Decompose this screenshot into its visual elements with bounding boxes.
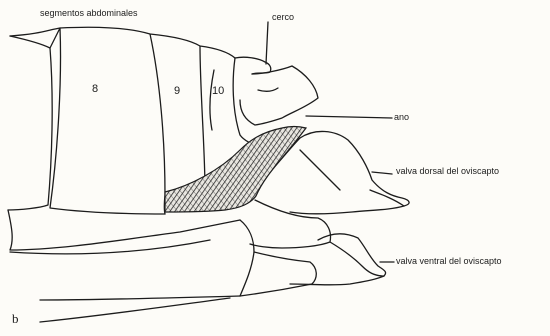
leader-cercus <box>266 22 268 64</box>
segment-10-number: 10 <box>212 86 224 96</box>
label-cercus: cerco <box>272 12 294 22</box>
label-ventral-valve: valva ventral del oviscapto <box>396 256 502 266</box>
segment-10-boundary <box>233 58 262 148</box>
ventral-valve-outline <box>290 234 386 285</box>
segment-8-number: 8 <box>92 84 98 94</box>
label-anus: ano <box>394 112 409 122</box>
subgenital-plate <box>254 252 316 284</box>
abdomen-ventral-contour <box>8 210 240 300</box>
segment-8-9-boundary <box>150 34 165 214</box>
label-abdominal-segments: segmentos abdominales <box>40 8 138 18</box>
segment-9-number: 9 <box>174 86 180 96</box>
anterior-segment-outline <box>8 36 52 210</box>
leader-anus <box>306 116 392 118</box>
cercus-outline <box>235 57 271 74</box>
sternite-lower-edge <box>240 284 312 296</box>
segment-10-inner-line <box>210 70 214 130</box>
label-dorsal-valve: valva dorsal del oviscapto <box>396 166 499 176</box>
figure-letter: b <box>12 314 19 324</box>
segment-8-outline <box>50 28 165 214</box>
ventral-valve-upper-edge <box>330 242 384 276</box>
leader-dorsal-valve <box>372 172 392 174</box>
abdomen-top-contour <box>10 27 235 58</box>
basal-plate-outline <box>250 200 331 248</box>
anal-lobe-inner <box>258 88 278 91</box>
sternite-outline <box>240 220 254 296</box>
segment-9-10-boundary <box>200 46 205 190</box>
dorsal-valve-inner <box>300 150 340 190</box>
leader-b <box>40 298 230 322</box>
